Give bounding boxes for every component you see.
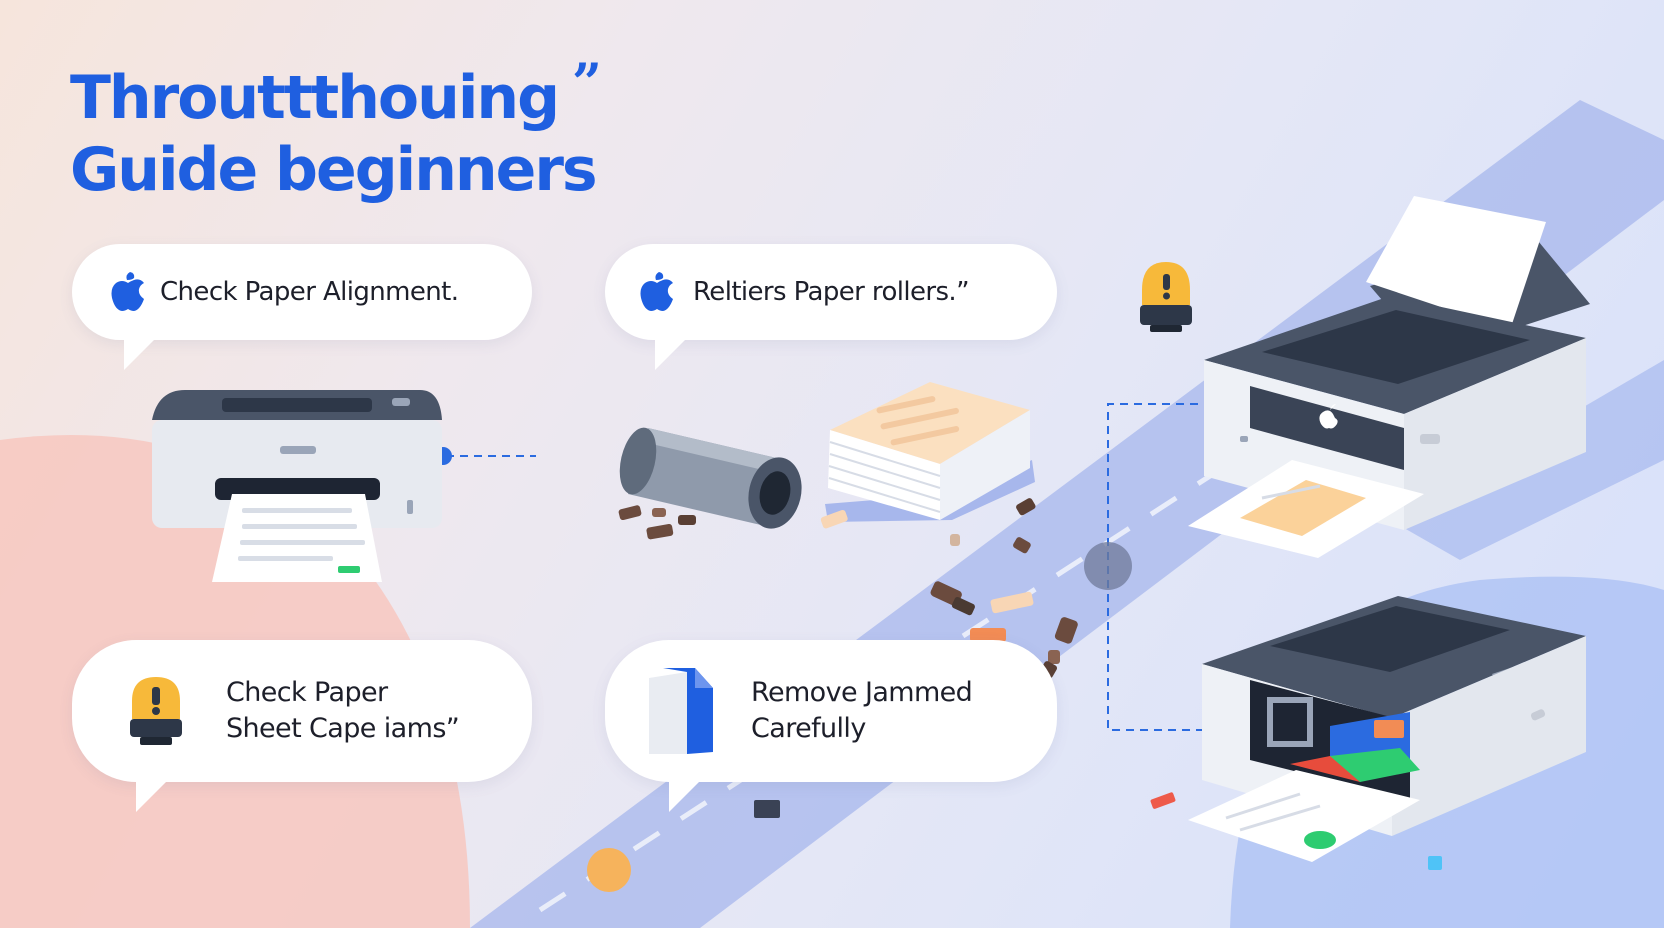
tip-text-check-sheet: Check Paper Sheet Cape iams” — [226, 675, 460, 747]
warning-light-icon — [130, 677, 182, 745]
debris-pieces — [587, 498, 1442, 892]
tip-bubble-paper-rollers: Reltiers Paper rollers.” — [605, 244, 1057, 370]
tip-text-paper-rollers: Reltiers Paper rollers.” — [693, 277, 970, 307]
roller-icon — [619, 427, 802, 529]
conveyor-dash — [538, 337, 1422, 913]
hub-node — [1084, 542, 1132, 590]
tip-text-remove-jammed-line-1: Remove Jammed — [751, 677, 973, 708]
title-line-1: Throuttthouing — [70, 63, 560, 133]
tip-bubble-remove-jammed: Remove Jammed Carefully — [605, 640, 1057, 812]
paper-stack-icon — [825, 382, 1035, 522]
tip-text-check-sheet-line-2: Sheet Cape iams” — [226, 713, 460, 744]
tip-text-check-alignment: Check Paper Alignment. — [160, 277, 459, 307]
apple-logo-icon — [640, 272, 673, 311]
printer-large-top-icon — [1188, 196, 1590, 743]
tip-text-check-sheet-line-1: Check Paper — [226, 677, 388, 708]
title-quote-mark: ” — [572, 53, 602, 114]
tip-text-remove-jammed-line-2: Carefully — [751, 713, 866, 744]
printer-large-bottom-icon — [1188, 596, 1586, 862]
tip-bubble-check-alignment: Check Paper Alignment. — [72, 244, 532, 370]
title-line-2: Guide beginners — [70, 135, 598, 205]
warning-beacon-icon — [1140, 262, 1192, 332]
document-icon — [649, 668, 713, 754]
tip-text-remove-jammed: Remove Jammed Carefully — [751, 675, 973, 747]
printer-small-icon — [152, 390, 442, 582]
tip-bubble-check-sheet: Check Paper Sheet Cape iams” — [72, 640, 532, 812]
page-title: Throuttthouing Guide beginners — [70, 62, 598, 206]
apple-logo-icon — [111, 272, 144, 311]
